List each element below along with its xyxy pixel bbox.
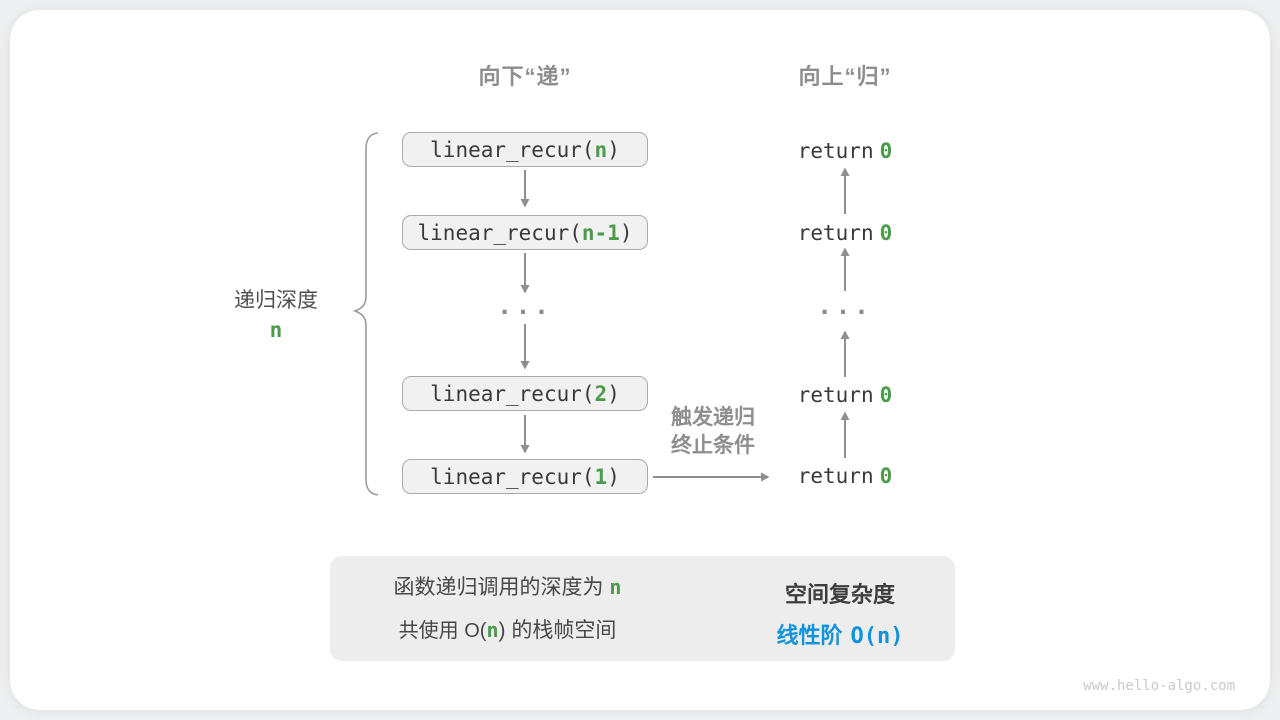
code-prefix: linear_recur( <box>430 464 595 489</box>
call-stack-box-n: linear_recur(n) <box>402 132 648 167</box>
summary-text: 函数递归调用的深度为 <box>393 576 604 599</box>
code-arg: 1 <box>594 464 608 489</box>
code-prefix: linear_recur( <box>430 381 595 406</box>
code-suffix: ) <box>619 220 633 245</box>
watermark: www.hello-algo.com <box>1083 678 1235 694</box>
complexity-name: 线性阶 <box>776 623 843 648</box>
summary-arg: n <box>486 618 499 642</box>
header-return: 向上“归” <box>798 64 892 89</box>
summary-left-text: 函数递归调用的深度为 n 共使用 O(n) 的栈帧空间 <box>340 566 675 652</box>
return-keyword: return <box>797 383 874 407</box>
code-suffix: ) <box>607 381 620 406</box>
trigger-label: 触发递归 终止条件 <box>628 404 798 460</box>
code-arg: n-1 <box>581 220 620 245</box>
return-ellipsis: ... <box>817 292 873 320</box>
call-stack-box-2: linear_recur(2) <box>402 376 648 411</box>
stack-ellipsis: ... <box>497 292 553 320</box>
call-stack-box-n-1: linear_recur(n-1) <box>402 215 648 250</box>
return-value: 0 <box>879 383 893 407</box>
complexity-notation: O(n) <box>850 624 904 649</box>
summary-code-pre: 共使用 O( <box>398 620 487 642</box>
summary-code-post: ) 的栈帧空间 <box>498 619 617 642</box>
summary-arg: n <box>609 575 622 599</box>
code-arg: n <box>594 137 608 162</box>
summary-complexity-title: 空间复杂度 <box>784 582 895 607</box>
summary-left-line-1: 函数递归调用的深度为 n <box>340 566 675 609</box>
return-keyword: return <box>797 139 874 163</box>
depth-value: n <box>269 318 283 342</box>
return-keyword: return <box>797 464 874 488</box>
summary-complexity-value: 线性阶 O(n) <box>735 618 945 650</box>
header-recurse: 向下“递” <box>478 64 572 89</box>
code-suffix: ) <box>607 137 620 162</box>
trigger-line-1: 触发递归 <box>671 406 755 429</box>
return-keyword: return <box>797 221 874 245</box>
return-value: 0 <box>879 464 893 488</box>
code-prefix: linear_recur( <box>417 220 582 245</box>
depth-label: 递归深度 <box>234 289 318 312</box>
summary-left-line-2: 共使用 O(n) 的栈帧空间 <box>340 609 675 652</box>
code-prefix: linear_recur( <box>430 137 595 162</box>
trigger-line-2: 终止条件 <box>671 434 755 457</box>
call-stack-box-1: linear_recur(1) <box>402 459 648 494</box>
code-arg: 2 <box>594 381 608 406</box>
return-value: 0 <box>879 139 893 163</box>
code-suffix: ) <box>607 464 620 489</box>
return-value: 0 <box>879 221 893 245</box>
